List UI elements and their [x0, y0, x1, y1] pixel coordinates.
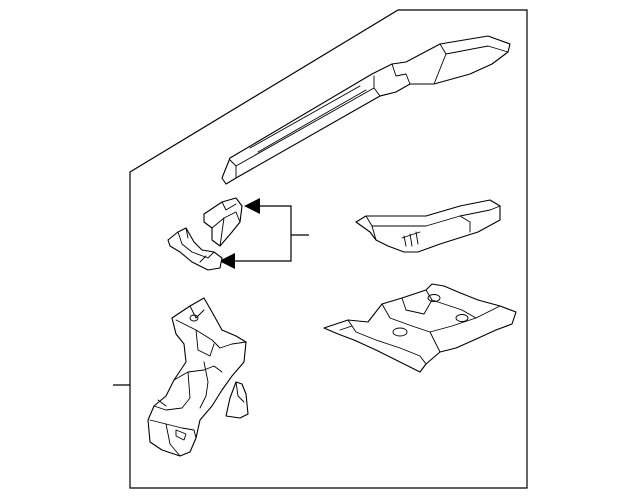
crossmember-reinforcement	[355, 199, 501, 253]
arrowhead-lower	[219, 253, 235, 269]
rear-wheelhouse-panel	[147, 297, 247, 457]
floor-side-rail	[221, 35, 511, 185]
bracket-callout	[219, 198, 309, 269]
floor-pan	[323, 283, 517, 373]
rail-bracket-upper	[203, 197, 243, 247]
assembly-frame	[129, 9, 528, 489]
rail-bracket-lower	[167, 227, 223, 271]
gusset-plate	[225, 381, 249, 419]
arrowhead-upper	[244, 198, 260, 214]
